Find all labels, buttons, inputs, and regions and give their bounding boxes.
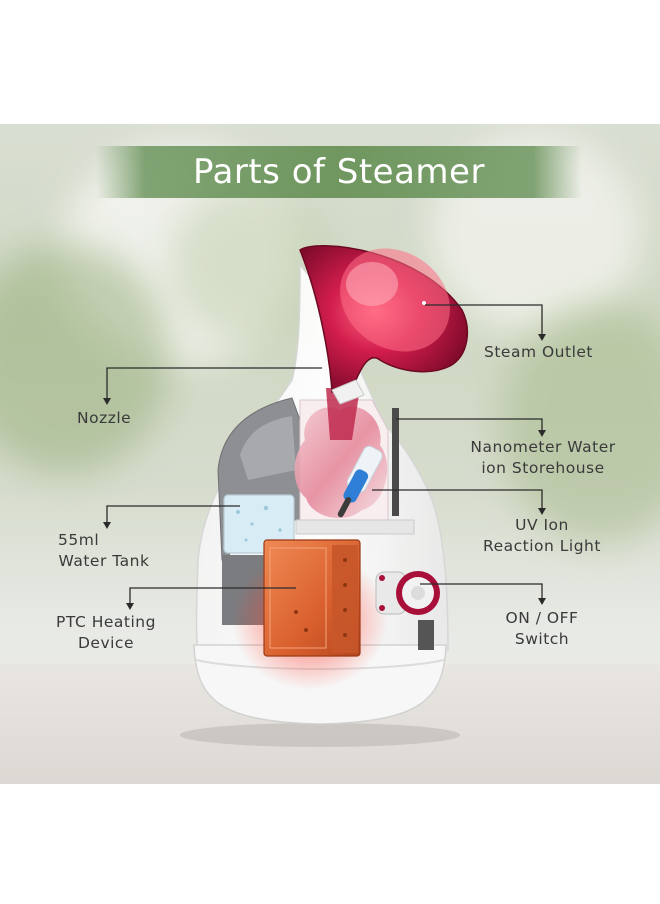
callout-uv-light: UV Ion Reaction Light <box>478 515 606 557</box>
callout-nanometer-storehouse: Nanometer Water ion Storehouse <box>468 437 618 479</box>
leader-nanometer <box>396 418 543 430</box>
callout-line: Water Tank <box>58 552 150 570</box>
uv-bulb <box>337 445 383 518</box>
leader-switch <box>420 583 543 598</box>
arrowhead <box>538 334 546 341</box>
callout-line: ON / OFF <box>505 609 579 627</box>
callout-steam-outlet: Steam Outlet <box>484 342 593 363</box>
neck-tube <box>326 388 360 440</box>
callout-line: Device <box>77 634 134 652</box>
arrowhead <box>538 508 546 515</box>
leader-water-tank <box>106 505 240 522</box>
callout-line: ion Storehouse <box>481 459 605 477</box>
leader-lines <box>106 304 543 603</box>
leader-ptc <box>129 587 296 603</box>
diagram-title: Parts of Steamer <box>193 152 485 192</box>
callout-line: PTC Heating <box>56 613 156 631</box>
callout-on-off-switch: ON / OFF Switch <box>492 608 592 650</box>
body-shadow <box>180 723 460 747</box>
inner-housing-top <box>240 416 296 480</box>
water-tank-shape <box>223 494 295 554</box>
heater-rivets <box>294 558 347 637</box>
callout-line: Nozzle <box>77 409 132 427</box>
leader-arrowheads <box>103 334 546 610</box>
inner-shelf <box>295 519 415 535</box>
heater-core <box>269 547 327 649</box>
arrowhead <box>538 598 546 605</box>
ion-rod <box>392 408 399 516</box>
title-banner: Parts of Steamer <box>96 146 582 198</box>
callout-line: UV Ion <box>515 516 569 534</box>
callout-line: Nanometer Water <box>470 438 616 456</box>
arrowhead <box>103 522 111 529</box>
callout-line: Reaction Light <box>483 537 601 555</box>
control-board <box>418 620 434 650</box>
leader-uv <box>372 489 543 508</box>
foliage-blur <box>0 244 170 474</box>
leader-steam-outlet <box>425 304 543 334</box>
arrowhead <box>126 603 134 610</box>
funnel-shape <box>299 245 469 405</box>
callout-nozzle: Nozzle <box>77 408 131 429</box>
callout-water-tank: 55ml Water Tank <box>54 530 154 572</box>
callout-line: 55ml <box>58 531 100 549</box>
arrowhead <box>538 430 546 437</box>
foliage-blur <box>500 304 660 544</box>
callout-line: Switch <box>514 630 570 648</box>
leader-nozzle <box>106 367 322 398</box>
arrowhead <box>103 398 111 405</box>
callout-line: Steam Outlet <box>484 343 593 361</box>
callout-ptc-heating: PTC Heating Device <box>50 612 162 654</box>
on-off-switch-shape <box>375 571 440 615</box>
